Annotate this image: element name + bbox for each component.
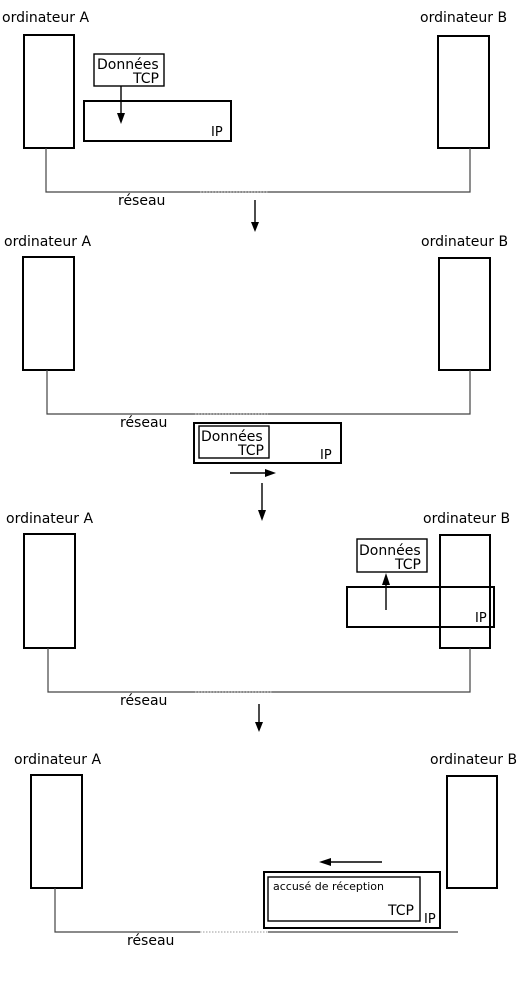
network-label: réseau — [127, 933, 174, 949]
panel-2: ordinateur A ordinateur B réseau IP Donn… — [4, 234, 508, 477]
network-link — [45, 148, 471, 193]
ip-label: IP — [211, 125, 223, 140]
computer-a-label: ordinateur A — [6, 511, 93, 527]
tcp-segment — [356, 538, 428, 573]
ip-label: IP — [424, 912, 436, 927]
network-label: réseau — [120, 415, 167, 431]
ip-packet — [263, 871, 441, 929]
computer-b — [437, 35, 490, 149]
tcp-label: TCP — [237, 443, 264, 459]
computer-b — [446, 775, 498, 889]
ack-segment — [267, 876, 421, 922]
tcp-label: TCP — [387, 903, 414, 919]
computer-a — [30, 774, 83, 889]
step-arrow-1 — [251, 200, 259, 232]
computer-a-label: ordinateur A — [4, 234, 91, 250]
step-arrow-2 — [258, 483, 266, 521]
panel-4: ordinateur A ordinateur B réseau IP accu… — [14, 752, 517, 949]
ip-label: IP — [475, 611, 487, 626]
ack-label: accusé de réception — [273, 880, 384, 893]
network-label: réseau — [120, 693, 167, 709]
computer-a-label: ordinateur A — [14, 752, 101, 768]
ip-packet — [193, 422, 342, 464]
computer-b-label: ordinateur B — [430, 752, 517, 768]
computer-a — [22, 256, 75, 371]
panel-3: ordinateur A ordinateur B réseau IP Donn… — [6, 511, 510, 709]
panel-1: ordinateur A ordinateur B réseau IP Donn… — [2, 10, 507, 209]
ip-packet — [83, 100, 232, 142]
computer-b — [439, 534, 491, 649]
computer-a — [23, 34, 75, 149]
step-arrow-3 — [255, 704, 263, 732]
network-label: réseau — [118, 193, 165, 209]
data-label: Données — [97, 57, 159, 73]
network-link — [47, 648, 471, 693]
tcp-segment — [198, 425, 270, 459]
network-link — [46, 370, 471, 415]
tcp-label: TCP — [394, 557, 421, 573]
data-label: Données — [201, 429, 263, 445]
computer-a — [23, 533, 76, 649]
data-label: Données — [359, 543, 421, 559]
computer-b-label: ordinateur B — [421, 234, 508, 250]
ip-label: IP — [320, 448, 332, 463]
computer-b — [438, 257, 491, 371]
computer-a-label: ordinateur A — [2, 10, 89, 26]
computer-b-label: ordinateur B — [420, 10, 507, 26]
tcp-label: TCP — [132, 71, 159, 87]
computer-b-label: ordinateur B — [423, 511, 510, 527]
tcp-segment — [93, 53, 165, 87]
network-link — [54, 888, 200, 933]
ip-packet — [346, 586, 495, 628]
